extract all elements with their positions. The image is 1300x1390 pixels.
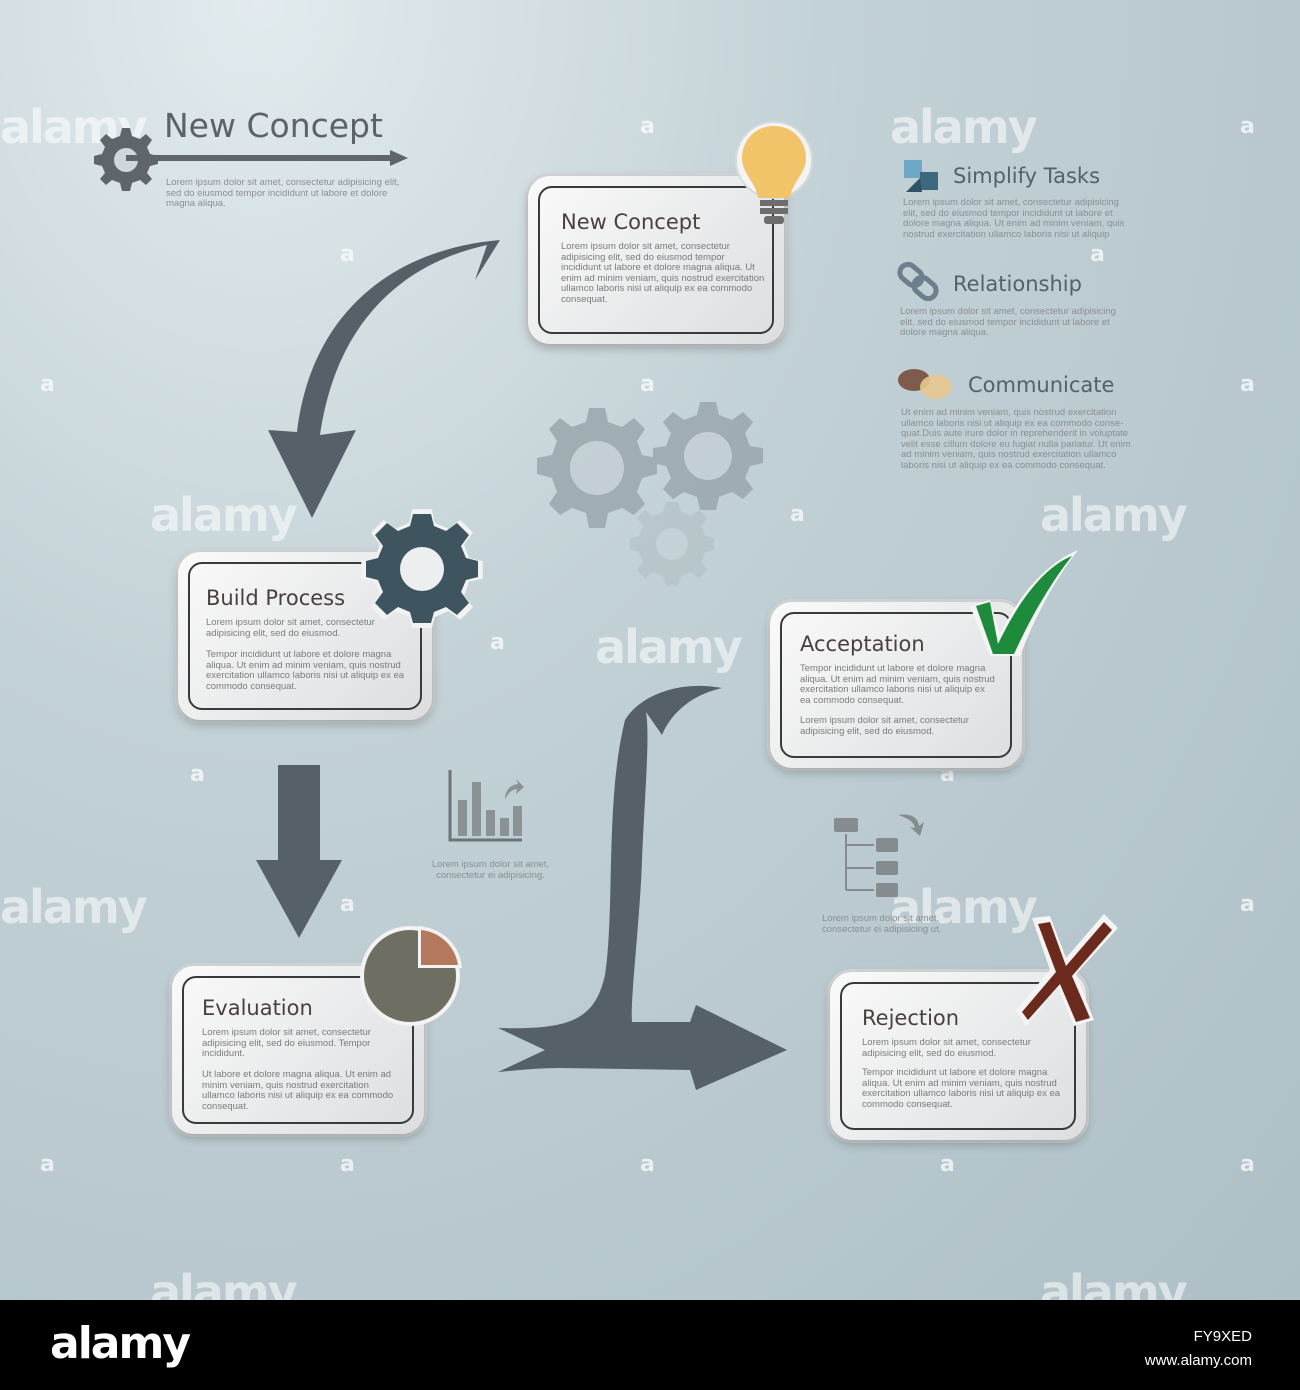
watermark-letter: a <box>1240 1152 1255 1177</box>
footer-logo: alamy <box>50 1318 191 1369</box>
watermark-letter: a <box>940 1152 955 1177</box>
down-arrow <box>256 765 342 938</box>
watermark: alamy <box>595 620 743 674</box>
watermark-letter: a <box>1240 892 1255 917</box>
cross-icon <box>1016 914 1118 1026</box>
card-text: Lorem ipsum dolor sit amet, consectetur … <box>800 715 969 737</box>
watermark-letter: a <box>40 1152 55 1177</box>
light-bulb-icon <box>735 121 813 224</box>
watermark: alamy <box>890 100 1038 154</box>
watermark: alamy <box>1040 1265 1188 1300</box>
card-text: Lorem ipsum dolor sit amet, consectetur … <box>202 1027 371 1059</box>
watermark-letter: a <box>340 892 355 917</box>
card-text: Lorem ipsum dolor sit amet, consectetur … <box>206 617 375 639</box>
watermark: alamy <box>0 880 148 934</box>
watermark: alamy <box>150 1265 298 1300</box>
folder-caption: Lorem ipsum dolor sit amet, consectetur … <box>822 913 942 935</box>
watermark-letter: a <box>490 630 505 655</box>
speech-bubbles-icon <box>898 369 952 399</box>
card-title: Build Process <box>206 586 346 610</box>
bar-chart-icon <box>448 770 524 842</box>
relationship-title: Relationship <box>953 272 1082 296</box>
footer-bar <box>0 1300 1300 1390</box>
card-text: Tempor incididunt ut labore et dolore ma… <box>206 649 405 692</box>
site-url: www.alamy.com <box>1144 1352 1252 1369</box>
watermark-letter: a <box>340 1152 355 1177</box>
card-text: Lorem ipsum dolor sit amet, consectetur … <box>862 1037 1031 1059</box>
card-new-concept: New Concept Lorem ipsum dolor sit amet, … <box>528 176 784 344</box>
flow-arrows <box>94 128 952 1090</box>
relationship-text: Lorem ipsum dolor sit amet, consectetur … <box>900 306 1116 338</box>
header-text: Lorem ipsum dolor sit amet, consectetur … <box>166 177 400 209</box>
watermark-letter: a <box>190 762 205 787</box>
simplify-tasks-text: Lorem ipsum dolor sit amet, consectetur … <box>903 197 1125 240</box>
watermark: alamy <box>150 488 298 542</box>
watermark-letter: a <box>340 242 355 267</box>
simplify-tasks-icon <box>904 160 938 192</box>
watermark-letter: a <box>640 114 655 139</box>
watermark-letter: a <box>40 372 55 397</box>
card-border <box>780 612 1012 758</box>
watermark-letter: a <box>1240 372 1255 397</box>
card-text: Tempor incididunt ut labore et dolore ma… <box>800 663 995 706</box>
card-text: Ut labore et dolore magna aliqua. Ut eni… <box>202 1069 394 1112</box>
header-title: New Concept <box>164 106 383 145</box>
image-id: FY9XED <box>1193 1328 1252 1345</box>
gears-icon <box>537 402 763 586</box>
communicate-title: Communicate <box>968 373 1115 397</box>
chain-link-icon <box>897 261 939 302</box>
communicate-text: Ut enim ad minim veniam, quis nostrud ex… <box>901 407 1131 471</box>
watermark-letter: a <box>940 762 955 787</box>
card-text: Lorem ipsum dolor sit amet, consectetur … <box>561 241 765 305</box>
card-title: Rejection <box>862 1006 960 1030</box>
card-text: Tempor incididunt ut labore et dolore ma… <box>862 1067 1061 1110</box>
infographic-canvas: alamy alamy alamy alamy alamy alamy alam… <box>0 0 1300 1300</box>
card-border <box>188 562 422 710</box>
split-arrow <box>498 685 787 1090</box>
card-border <box>840 982 1076 1130</box>
watermark-letter: a <box>1090 242 1105 267</box>
curved-arrow-down <box>268 240 500 518</box>
header-arrow <box>126 150 408 166</box>
watermark: alamy <box>890 880 1038 934</box>
watermark-letter: a <box>640 1152 655 1177</box>
card-title: Acceptation <box>800 632 925 656</box>
folder-tree-icon <box>834 814 924 897</box>
gear-icon <box>361 509 483 628</box>
watermark-letter: a <box>1240 114 1255 139</box>
watermark: alamy <box>1040 488 1188 542</box>
card-title: Evaluation <box>202 996 313 1020</box>
card-border <box>182 976 414 1124</box>
simplify-tasks-title: Simplify Tasks <box>953 164 1101 188</box>
checkmark-icon <box>970 550 1078 656</box>
card-title: New Concept <box>561 210 701 234</box>
watermark-letter: a <box>790 502 805 527</box>
pie-chart-icon <box>360 926 462 1026</box>
watermark-letter: a <box>640 372 655 397</box>
card-border <box>538 186 774 334</box>
chart-caption: Lorem ipsum dolor sit amet, consectetur … <box>431 859 550 881</box>
